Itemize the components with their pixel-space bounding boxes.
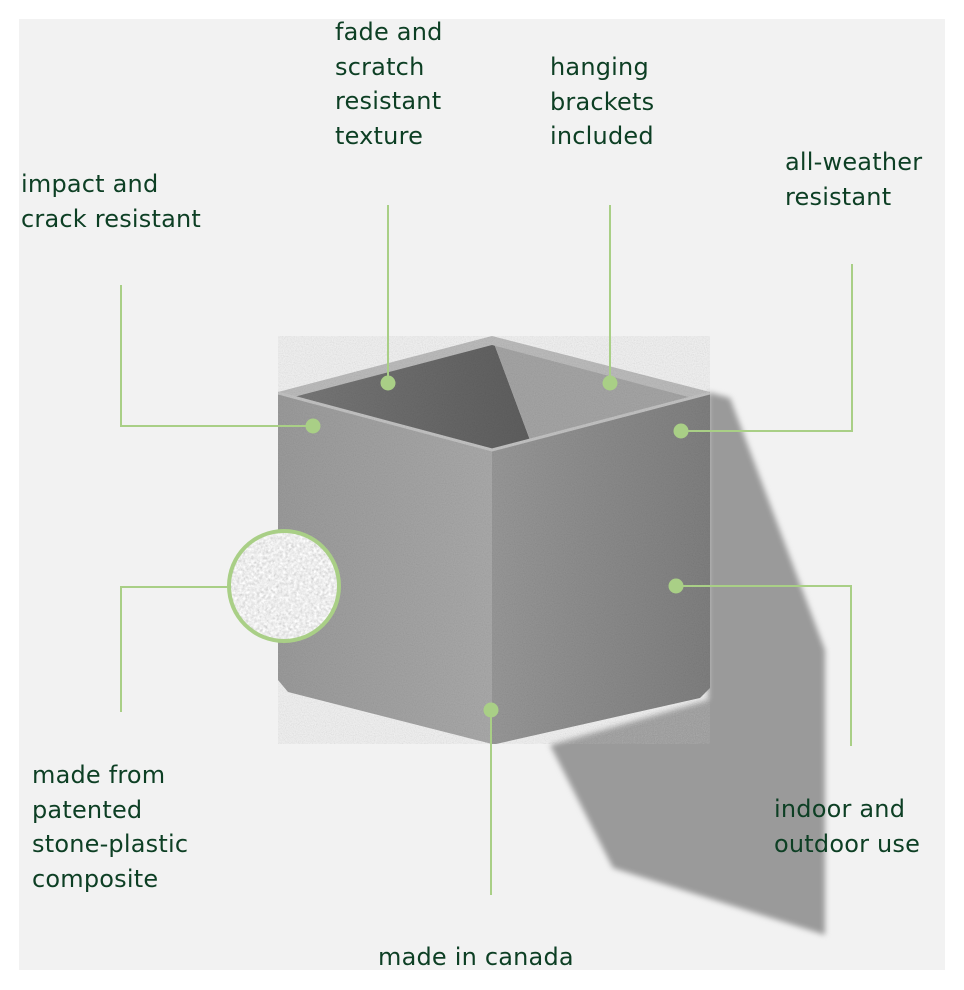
leader-all-weather xyxy=(681,264,853,432)
leader-stone-plastic xyxy=(120,586,228,712)
callout-fade-scratch: fade and scratch resistant texture xyxy=(335,18,443,150)
leader-indoor-outdoor xyxy=(677,585,852,746)
stone-texture-magnifier-icon xyxy=(227,529,341,643)
callout-made-in-canada: made in canada xyxy=(378,943,574,971)
callout-dot-icon xyxy=(673,423,689,439)
planter-shadow xyxy=(550,392,825,935)
callout-all-weather: all-weather resistant xyxy=(785,148,923,211)
callout-leader-lines xyxy=(120,205,853,895)
callout-dot-icon xyxy=(602,375,618,391)
callout-indoor-outdoor: indoor and outdoor use xyxy=(774,795,921,858)
callout-dot-icon xyxy=(380,375,396,391)
callout-stone-plastic: made from patented stone-plastic composi… xyxy=(32,761,189,893)
callout-hanging-brackets: hanging brackets included xyxy=(550,53,655,150)
callout-impact-crack: impact and crack resistant xyxy=(21,170,202,233)
leader-impact-crack xyxy=(120,285,312,427)
callout-dot-icon xyxy=(305,418,321,434)
callout-dot-icon xyxy=(483,702,499,718)
planter-cube xyxy=(277,336,711,744)
callout-dot-icon xyxy=(668,578,684,594)
